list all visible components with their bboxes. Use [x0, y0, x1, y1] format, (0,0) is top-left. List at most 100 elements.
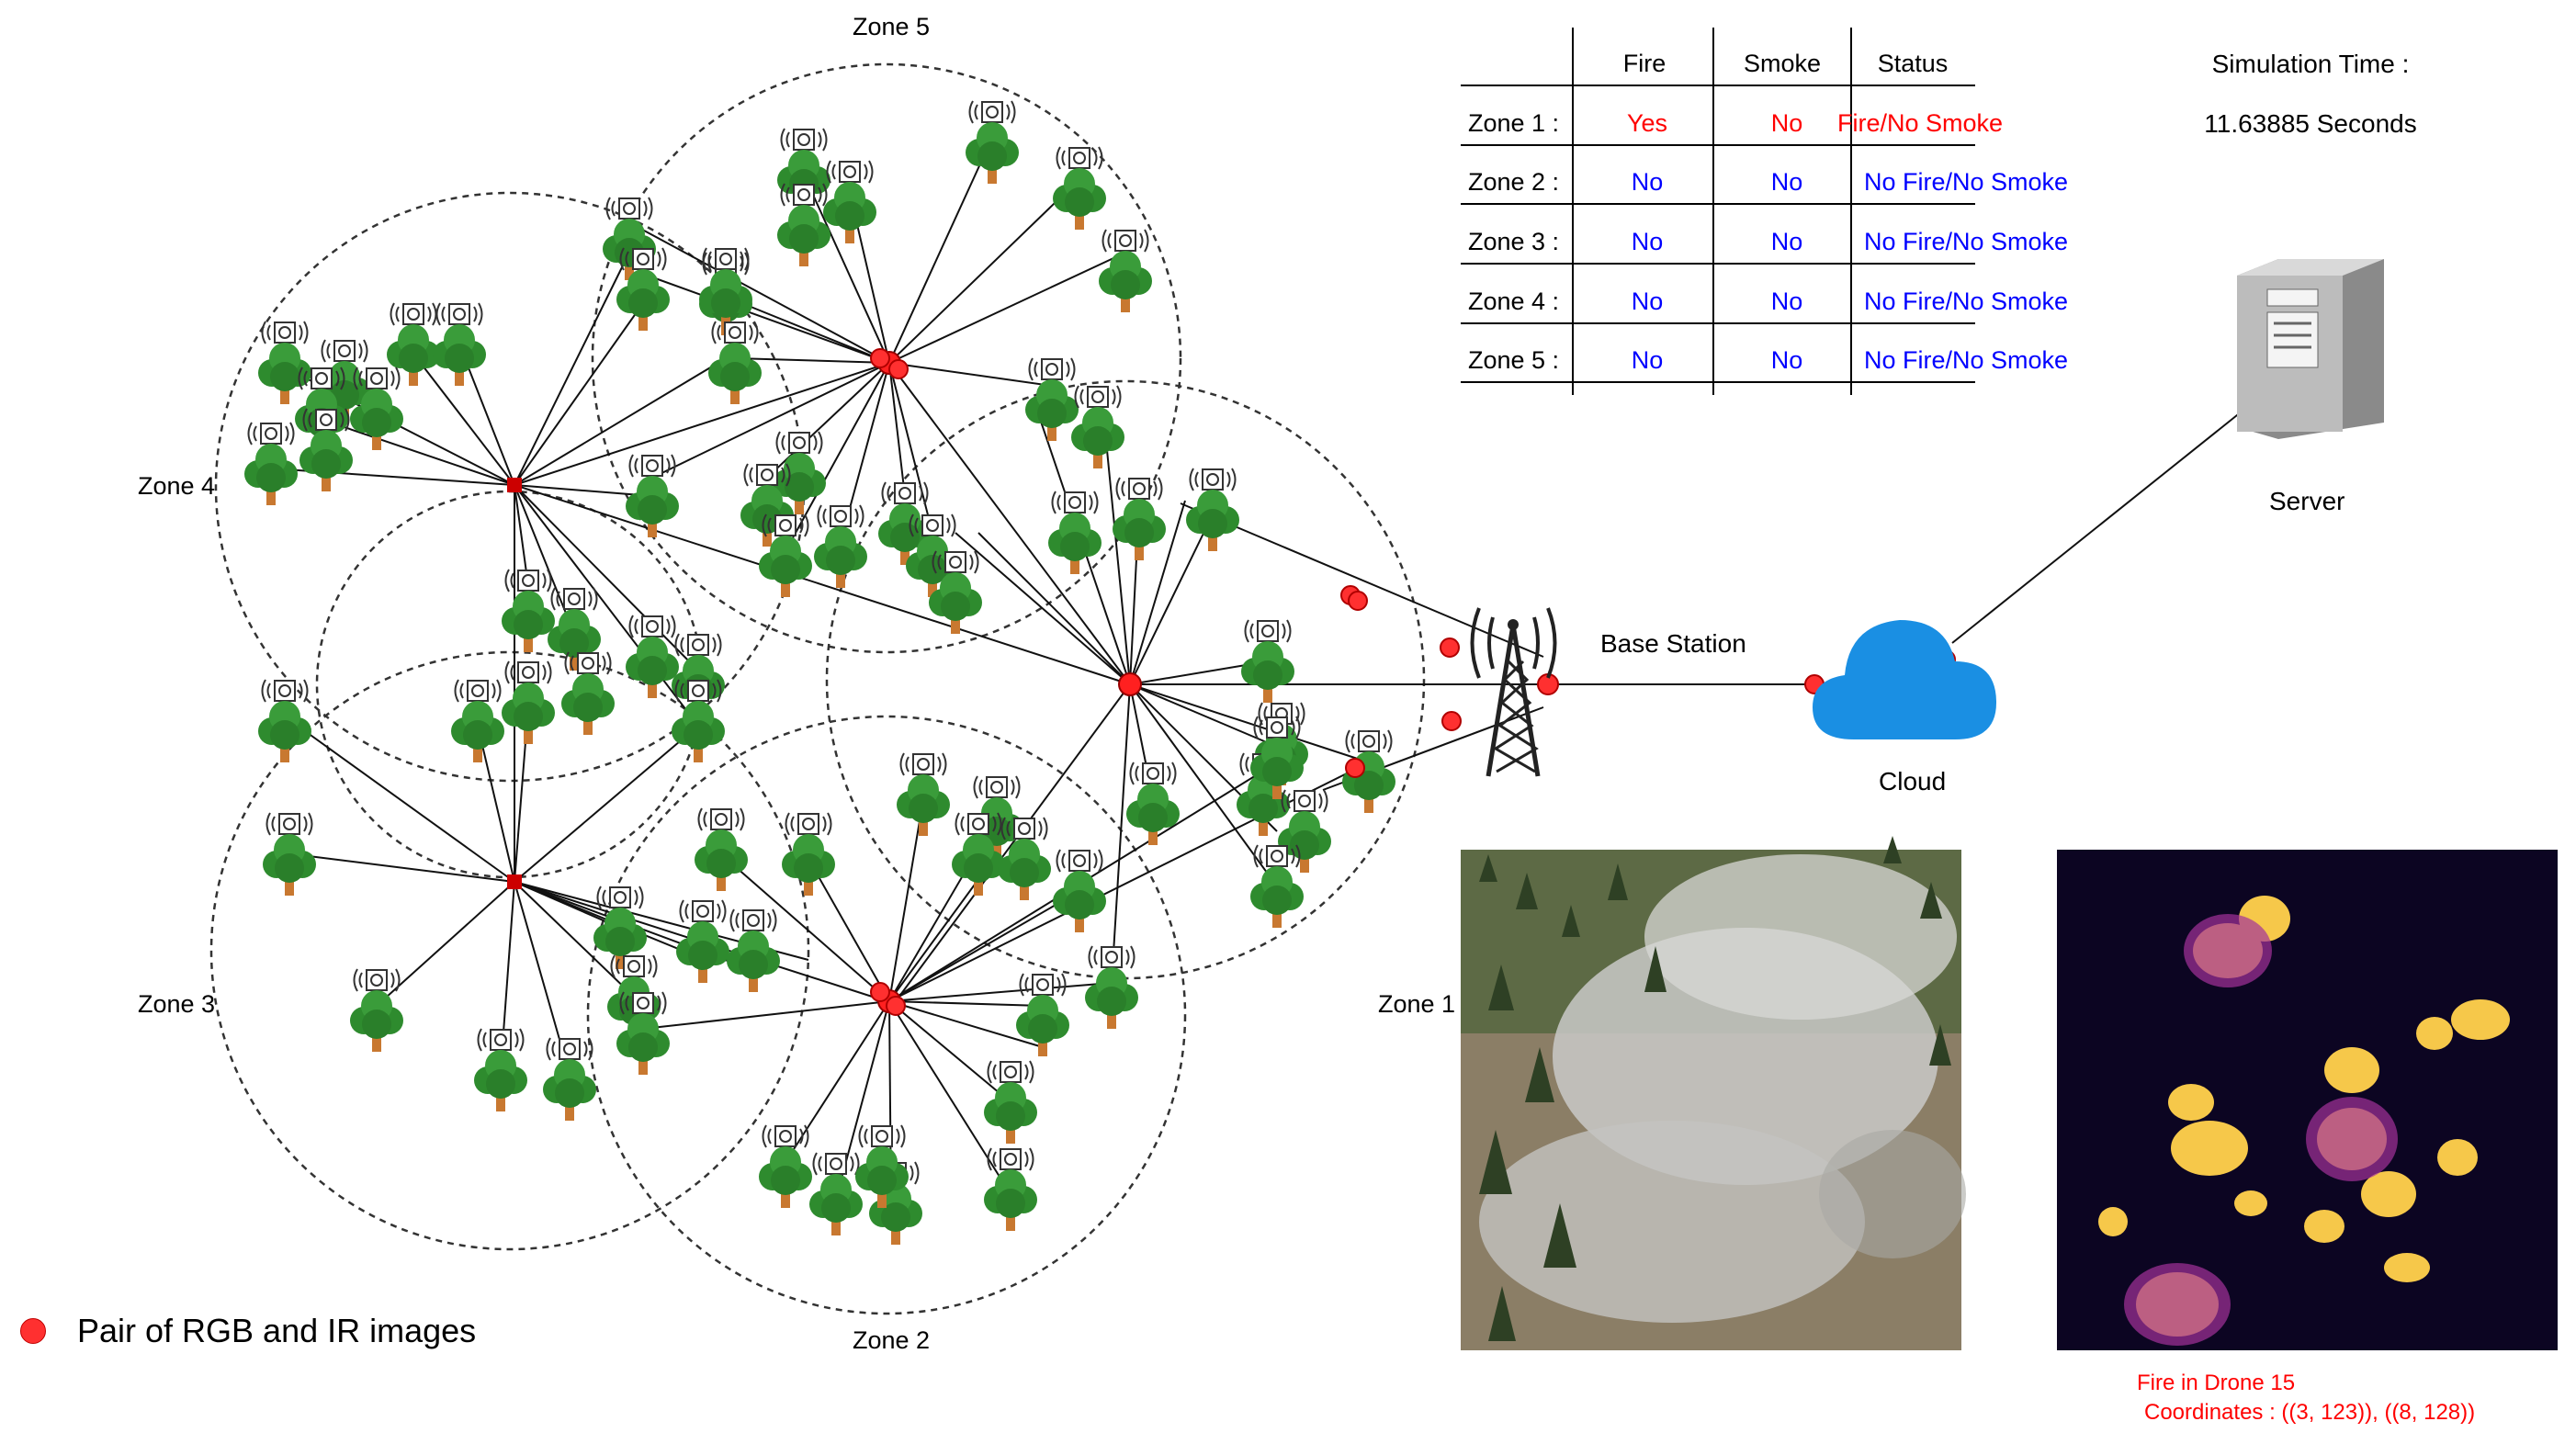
tree-node [1250, 845, 1304, 928]
table-row-zone-label: Zone 4 : [1468, 288, 1560, 315]
table-header-smoke: Smoke [1743, 50, 1822, 77]
tree-node [451, 680, 504, 762]
table-row-fire: No [1631, 228, 1664, 255]
packet-dot [1345, 758, 1365, 778]
simulation-time-value: 11.63885 Seconds [2204, 109, 2417, 138]
tree-node [708, 322, 762, 404]
tree-node [984, 1061, 1037, 1144]
table-row-smoke: No [1770, 109, 1803, 137]
tree-node [1099, 230, 1152, 312]
tree-node [1126, 762, 1180, 845]
zone-2-boundary [586, 715, 1187, 1315]
table-row-fire: No [1631, 288, 1664, 315]
tree-node [1025, 358, 1079, 441]
table-row-smoke: No [1770, 168, 1803, 196]
tree-node [984, 1148, 1037, 1231]
packet-dot [1441, 711, 1462, 731]
table-header-status: Status [1877, 50, 1949, 77]
cluster-head-zone-4 [507, 478, 522, 492]
table-row-status: Fire/No Smoke [1836, 109, 2004, 137]
tree-node [676, 900, 729, 983]
sensor-nodes [244, 101, 1395, 1245]
antenna-tower-icon [1470, 607, 1557, 777]
tree-node [1113, 478, 1166, 560]
tree-node [258, 322, 311, 404]
tree-node [626, 615, 679, 698]
zone-2-label: Zone 2 [853, 1326, 930, 1354]
tree-node [782, 813, 835, 896]
zone-5-label: Zone 5 [853, 13, 930, 40]
tree-node [1016, 974, 1069, 1056]
table-row-fire: No [1631, 346, 1664, 374]
table-row-fire: No [1631, 168, 1664, 196]
simulation-time-label: Simulation Time : [2211, 50, 2410, 78]
table-row-zone-label: Zone 2 : [1468, 168, 1560, 196]
tree-node [433, 303, 486, 386]
tree-node [1053, 147, 1106, 230]
zone-3-label: Zone 3 [138, 990, 215, 1018]
status-table-grid [1461, 28, 1975, 395]
zone-3-boundary [209, 650, 810, 1251]
cloud-icon [1813, 620, 1996, 739]
cluster-head-zone-1 [1118, 672, 1142, 696]
server-label: Server [2269, 487, 2344, 515]
tree-node [966, 101, 1019, 184]
tree-node [897, 753, 950, 836]
tree-node [1241, 620, 1294, 703]
server-icon [2237, 259, 2384, 439]
tree-node [699, 248, 752, 331]
tree-node [474, 1029, 527, 1111]
tree-node [387, 303, 440, 386]
tree-node [263, 813, 316, 896]
tree-node [823, 161, 876, 243]
packet-dot [1440, 637, 1460, 658]
tree-node [809, 1153, 863, 1235]
zone-boundaries [209, 62, 1426, 1315]
zone-4-label: Zone 4 [138, 472, 215, 500]
drone-report-title: Fire in Drone 15 [2137, 1371, 2296, 1395]
table-row-status: No Fire/No Smoke [1863, 228, 2069, 255]
tree-node [502, 570, 555, 652]
tree-node [502, 661, 555, 744]
rgb-image [1461, 836, 1966, 1350]
legend-dot-icon [20, 1318, 46, 1344]
table-row-smoke: No [1770, 228, 1803, 255]
tree-node [1053, 850, 1106, 932]
tree-node [1071, 386, 1124, 468]
legend-label: Pair of RGB and IR images [77, 1312, 477, 1349]
tree-node [244, 423, 298, 505]
table-row-status: No Fire/No Smoke [1863, 288, 2069, 315]
packet-dot [888, 359, 909, 379]
tree-node [543, 1038, 596, 1121]
tree-node [695, 808, 748, 891]
tree-node [1085, 946, 1138, 1029]
tree-node [350, 969, 403, 1052]
drone-report: Fire in Drone 15 Coordinates : ((3, 123))… [2137, 1369, 2475, 1427]
tree-node [759, 1125, 812, 1208]
packet-dot [870, 982, 890, 1002]
ir-image [2057, 850, 2558, 1350]
table-row-status: No Fire/No Smoke [1863, 168, 2069, 196]
tree-node [626, 455, 679, 537]
network-links [270, 137, 2252, 1213]
table-row-smoke: No [1770, 288, 1803, 315]
table-row-fire: Yes [1626, 109, 1668, 137]
tree-node [1186, 468, 1239, 551]
packet-dot [886, 996, 906, 1016]
zone-1-label: Zone 1 [1378, 990, 1455, 1018]
base-station-label: Base Station [1600, 629, 1746, 658]
packet-dot [1348, 591, 1368, 611]
table-row-status: No Fire/No Smoke [1863, 346, 2069, 374]
table-row-zone-label: Zone 3 : [1468, 228, 1560, 255]
tree-node [814, 505, 867, 588]
cluster-heads [507, 351, 1142, 1013]
tree-node [561, 652, 615, 735]
cluster-head-zone-3 [507, 874, 522, 889]
tree-node [258, 680, 311, 762]
zone-5-boundary [591, 62, 1182, 654]
drone-report-coordinates: Coordinates : ((3, 123)), ((8, 128)) [2144, 1400, 2476, 1425]
table-row-zone-label: Zone 1 : [1468, 109, 1560, 137]
tree-node [727, 909, 780, 992]
packet-dot [870, 348, 890, 368]
